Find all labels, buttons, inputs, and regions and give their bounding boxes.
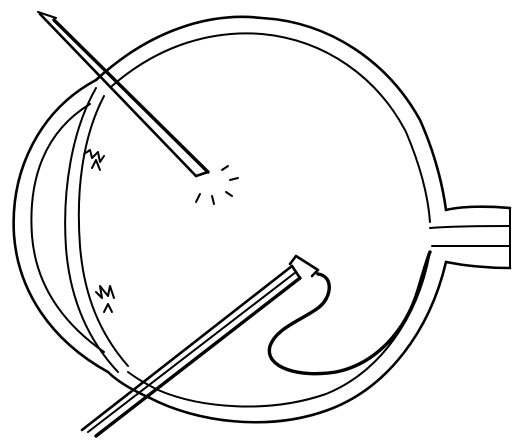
light-rays	[196, 166, 238, 204]
retina-inner-outline	[112, 33, 430, 222]
optic-nerve-upper	[446, 207, 510, 210]
lens-fragment-lower	[96, 286, 114, 312]
light-pipe-instrument	[38, 12, 208, 176]
iris-anterior	[65, 88, 118, 372]
optic-nerve-lower	[446, 262, 510, 268]
vitrector-instrument	[82, 256, 318, 436]
optic-nerve-mid1	[430, 226, 510, 228]
lens-fragment-upper	[84, 150, 104, 170]
cornea-outer	[14, 80, 108, 372]
